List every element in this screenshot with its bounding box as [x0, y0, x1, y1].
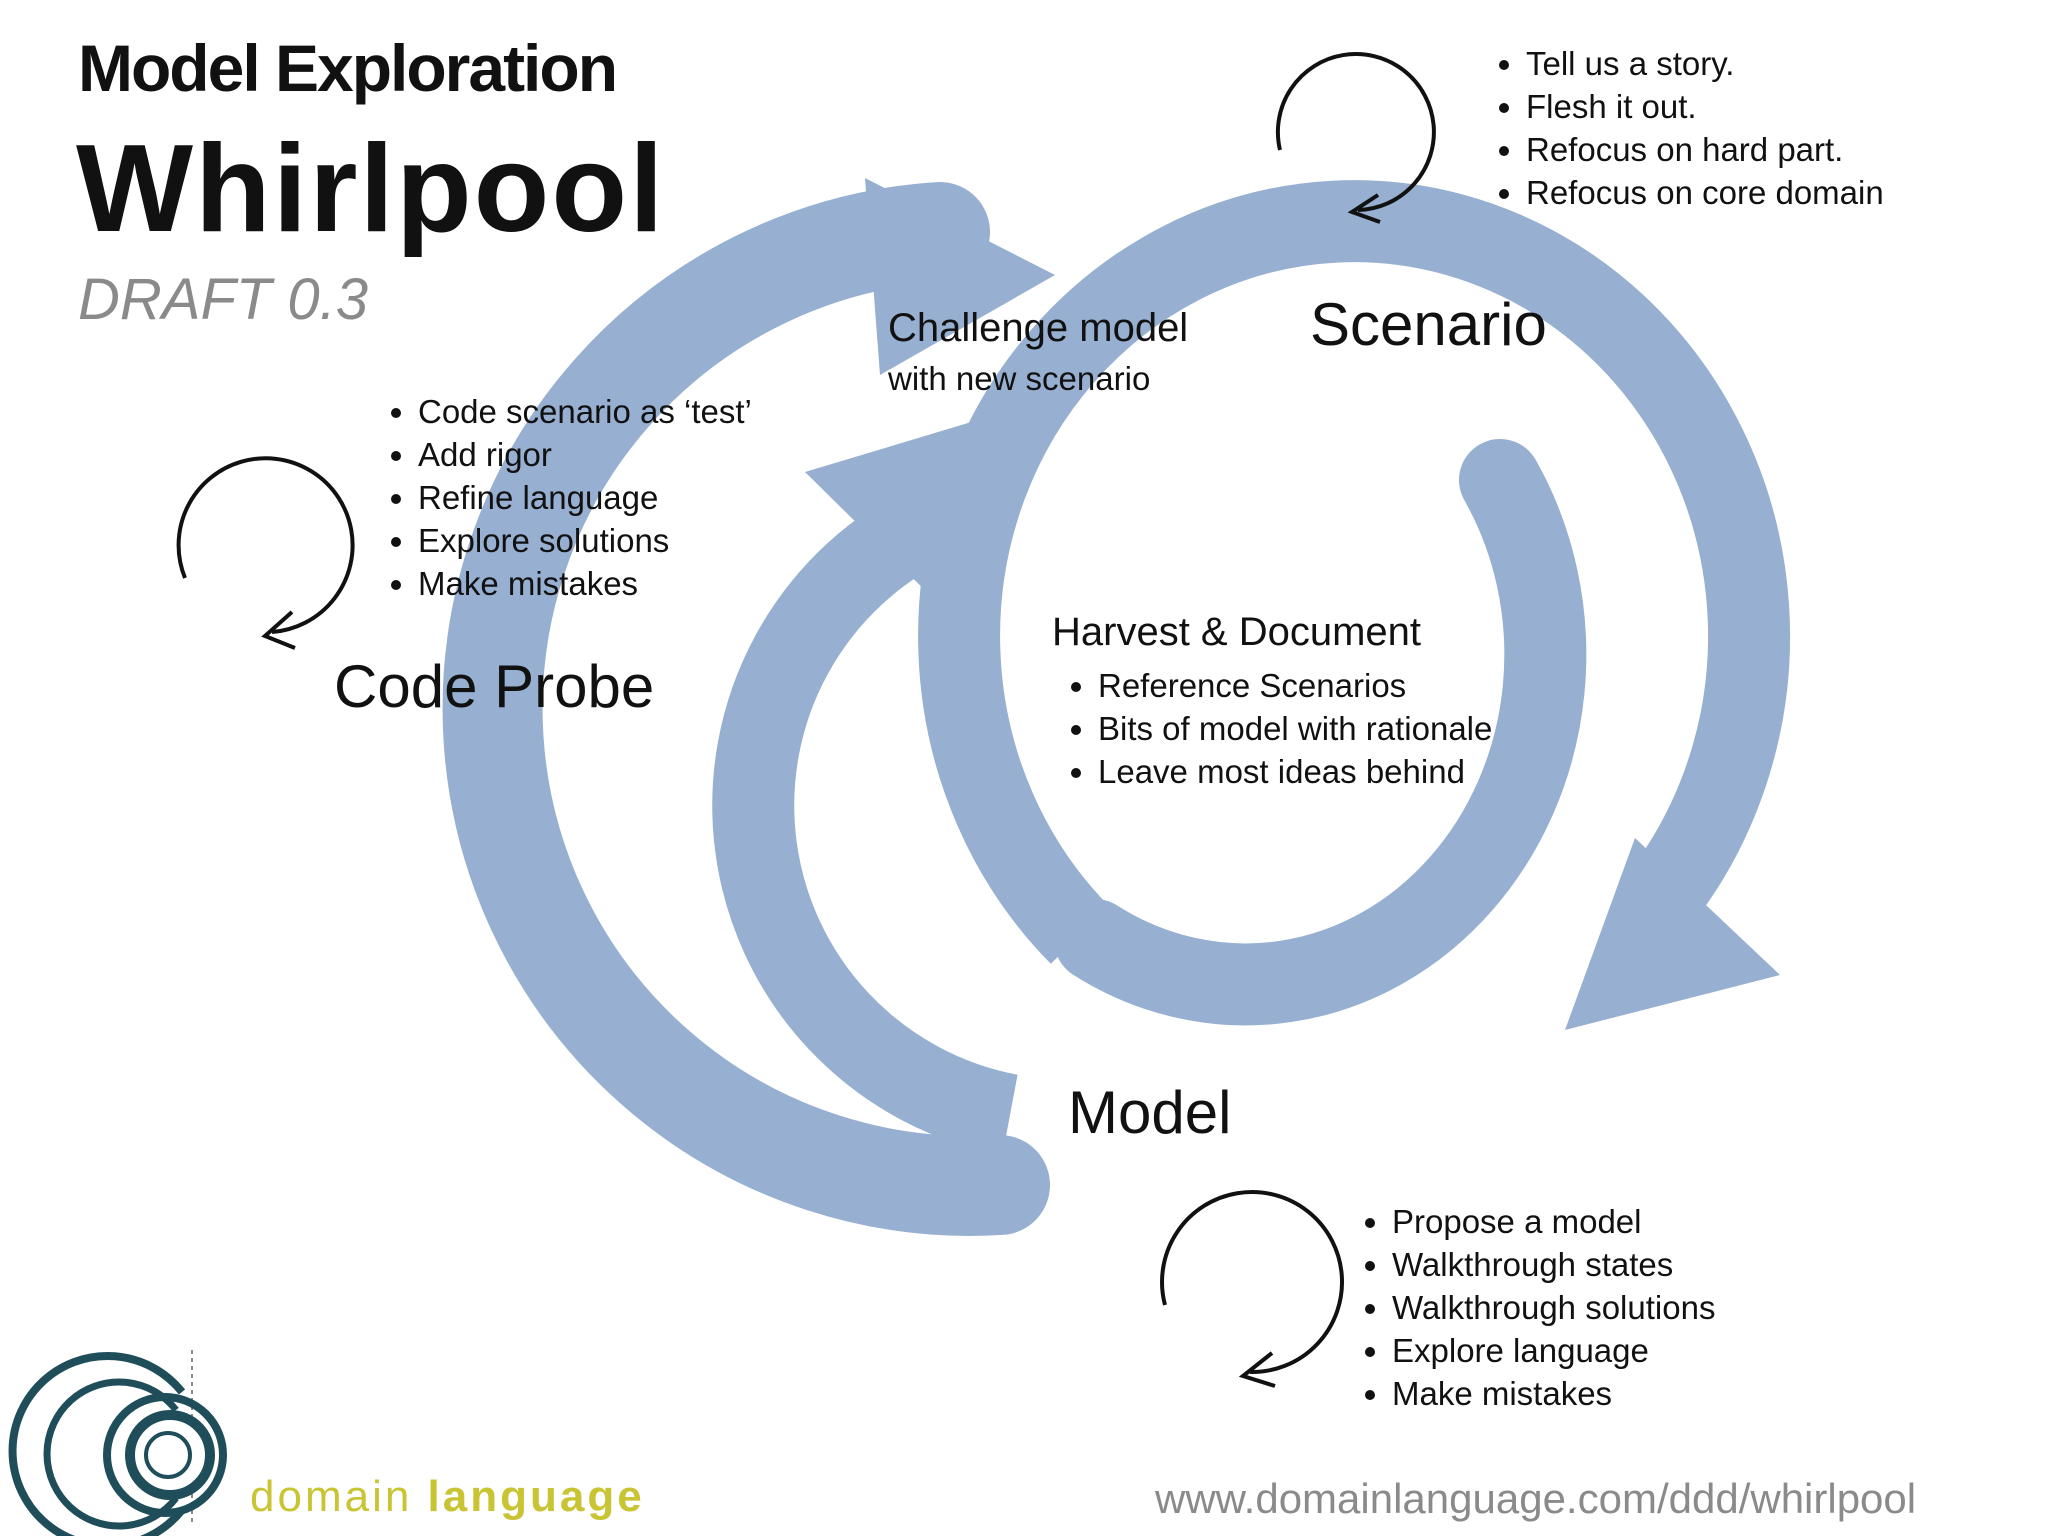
list-item: Code scenario as ‘test’: [418, 390, 752, 433]
list-item: Propose a model: [1392, 1200, 1715, 1243]
scenario-label: Scenario: [1310, 291, 1547, 358]
logo-word-language: language: [427, 1472, 645, 1521]
domain-language-logo-icon: [8, 1350, 227, 1536]
list-item: Bits of model with rationale: [1098, 707, 1492, 750]
logo-wordmark: domain language: [250, 1472, 645, 1522]
list-item: Walkthrough solutions: [1392, 1286, 1715, 1329]
list-item: Explore language: [1392, 1329, 1715, 1372]
loop-arrow-icon: [1275, 52, 1436, 224]
model-label: Model: [1068, 1079, 1232, 1146]
footer-url[interactable]: www.domainlanguage.com/ddd/whirlpool: [1155, 1475, 1917, 1522]
list-item: Refine language: [418, 476, 752, 519]
model-bullets: Propose a model Walkthrough states Walkt…: [1346, 1200, 1715, 1415]
scenario-bullets: Tell us a story. Flesh it out. Refocus o…: [1480, 42, 1884, 214]
outer-loop-arrow: [442, 182, 1050, 1236]
list-item: Refocus on hard part.: [1526, 128, 1884, 171]
list-item: Make mistakes: [1392, 1372, 1715, 1415]
code-probe-bullets: Code scenario as ‘test’ Add rigor Refine…: [372, 390, 752, 605]
main-cycle-arrowhead: [1565, 838, 1780, 1030]
title-line-1: Model Exploration: [78, 31, 618, 105]
list-item: Explore solutions: [418, 519, 752, 562]
logo-word-domain: domain: [250, 1472, 413, 1521]
outer-loop-arrowhead: [865, 178, 1055, 375]
list-item: Refocus on core domain: [1526, 171, 1884, 214]
list-item: Reference Scenarios: [1098, 664, 1492, 707]
challenge-line-2: with new scenario: [888, 360, 1151, 397]
list-item: Add rigor: [418, 433, 752, 476]
list-item: Leave most ideas behind: [1098, 750, 1492, 793]
harvest-inner-arc: [1054, 439, 1587, 1026]
title-line-2: Whirlpool: [76, 120, 666, 258]
loop-arrow-icon: [1160, 1190, 1345, 1388]
main-cycle-ring: [918, 180, 1791, 964]
loop-arrow-icon: [176, 456, 355, 650]
draft-label: DRAFT 0.3: [78, 267, 369, 332]
list-item: Walkthrough states: [1392, 1243, 1715, 1286]
harvest-title: Harvest & Document: [1052, 610, 1422, 654]
list-item: Tell us a story.: [1526, 42, 1884, 85]
challenge-arrow: [712, 482, 1018, 1156]
list-item: Flesh it out.: [1526, 85, 1884, 128]
challenge-line-1: Challenge model: [888, 306, 1189, 350]
list-item: Make mistakes: [418, 562, 752, 605]
harvest-bullets: Reference Scenarios Bits of model with r…: [1052, 664, 1492, 793]
code-probe-label: Code Probe: [334, 653, 655, 720]
